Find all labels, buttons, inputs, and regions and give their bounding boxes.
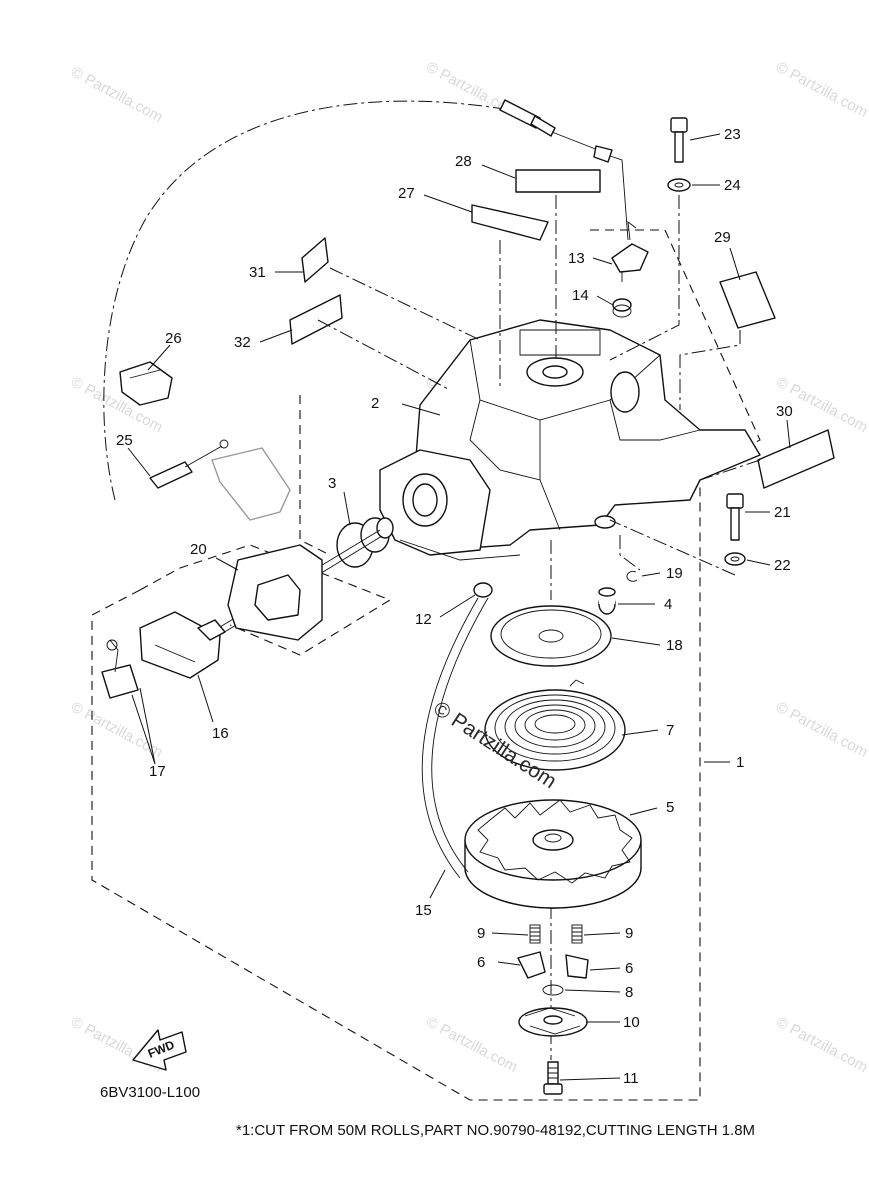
callout-24: 24 — [724, 177, 741, 194]
callout-19: 19 — [666, 565, 683, 582]
callout-26: 26 — [165, 330, 182, 347]
axis-line — [609, 519, 736, 576]
assembly-1-boundary — [91, 229, 761, 1101]
rope-guide-12 — [473, 582, 493, 598]
callout-10: 10 — [623, 1014, 640, 1031]
drive-plate-10 — [518, 1007, 588, 1037]
washer-22 — [724, 552, 746, 566]
decal-32 — [289, 294, 343, 345]
watermark: © Partzilla.com — [773, 699, 869, 761]
callout-9-left: 9 — [477, 925, 485, 942]
decal-30 — [757, 429, 835, 489]
pawl-6-right — [565, 954, 589, 979]
callout-12: 12 — [415, 611, 432, 628]
ring-8 — [542, 984, 564, 996]
callout-6-right: 6 — [625, 960, 633, 977]
grommet-3 — [336, 517, 394, 568]
starter-handle-16 — [139, 611, 226, 679]
callout-25: 25 — [116, 432, 133, 449]
decal-29 — [719, 271, 776, 329]
callout-leaders — [127, 133, 791, 1081]
callout-13: 13 — [568, 250, 585, 267]
washer-24 — [667, 178, 691, 192]
callout-23: 23 — [724, 126, 741, 143]
callout-2: 2 — [371, 395, 379, 412]
assembly-2-boundary — [299, 395, 331, 556]
watermark: © Partzilla.com — [773, 59, 869, 121]
callout-4: 4 — [664, 596, 672, 613]
axis-line — [329, 267, 481, 341]
spring-9-left — [529, 924, 541, 944]
callout-28: 28 — [455, 153, 472, 170]
fwd-arrow-icon: FWD — [132, 1029, 187, 1071]
callout-15: 15 — [415, 902, 432, 919]
cable-connector-25 — [149, 439, 291, 521]
decal-27 — [471, 204, 549, 241]
callout-labels: 1 2 3 4 5 6 6 7 8 9 9 10 11 12 13 14 15 … — [116, 126, 793, 1087]
recoil-housing — [379, 319, 761, 561]
watermark: © Partzilla.com — [68, 64, 165, 126]
callout-3: 3 — [328, 475, 336, 492]
bushing-4 — [598, 587, 616, 615]
callout-31: 31 — [249, 264, 266, 281]
rope-15 — [421, 597, 479, 879]
axis-line — [317, 319, 451, 391]
callout-1: 1 — [736, 754, 744, 771]
circlip-19 — [626, 570, 638, 582]
cable-route — [103, 100, 511, 501]
seal-20 — [227, 544, 323, 641]
callout-18: 18 — [666, 637, 683, 654]
callout-11: 11 — [623, 1070, 639, 1087]
callout-16: 16 — [212, 725, 229, 742]
lever-13 — [611, 221, 649, 282]
watermark: © Partzilla.com — [423, 1014, 520, 1076]
callout-29: 29 — [714, 229, 731, 246]
callout-22: 22 — [774, 557, 791, 574]
spring-14 — [612, 298, 632, 318]
sheave-drum-5 — [464, 799, 642, 909]
diagram-code: 6BV3100-L100 — [100, 1084, 201, 1101]
bolt-11 — [543, 1061, 563, 1095]
callout-32: 32 — [234, 334, 251, 351]
spring-case-18 — [490, 605, 612, 667]
callout-21: 21 — [774, 504, 791, 521]
callout-20: 20 — [190, 541, 207, 558]
callout-17: 17 — [149, 763, 166, 780]
axis-line — [679, 330, 741, 410]
axis-line — [699, 459, 761, 481]
footnote: *1:CUT FROM 50M ROLLS,PART NO.90790-4819… — [236, 1122, 756, 1139]
callout-5: 5 — [666, 799, 674, 816]
callout-14: 14 — [572, 287, 589, 304]
bolt-21 — [726, 493, 744, 541]
pawl-6-left — [517, 951, 546, 979]
callout-9-right: 9 — [625, 925, 633, 942]
rope-15 — [431, 597, 489, 873]
decal-31 — [301, 237, 329, 283]
callout-6-left: 6 — [477, 954, 485, 971]
watermark: © Partzilla.com — [773, 1014, 869, 1076]
callout-30: 30 — [776, 403, 793, 420]
callout-7: 7 — [666, 722, 674, 739]
callout-27: 27 — [398, 185, 415, 202]
clip-17 — [101, 639, 139, 699]
cable-end-fitting — [499, 99, 629, 241]
spiral-spring-7 — [484, 679, 626, 771]
spring-9-right — [571, 924, 583, 944]
decal-28 — [515, 169, 601, 193]
bolt-23 — [670, 117, 688, 163]
clamp-26 — [119, 361, 173, 406]
handle-group-boundary — [139, 544, 392, 656]
axis-line — [609, 195, 680, 361]
callout-8: 8 — [625, 984, 633, 1001]
axis-line — [619, 535, 641, 571]
